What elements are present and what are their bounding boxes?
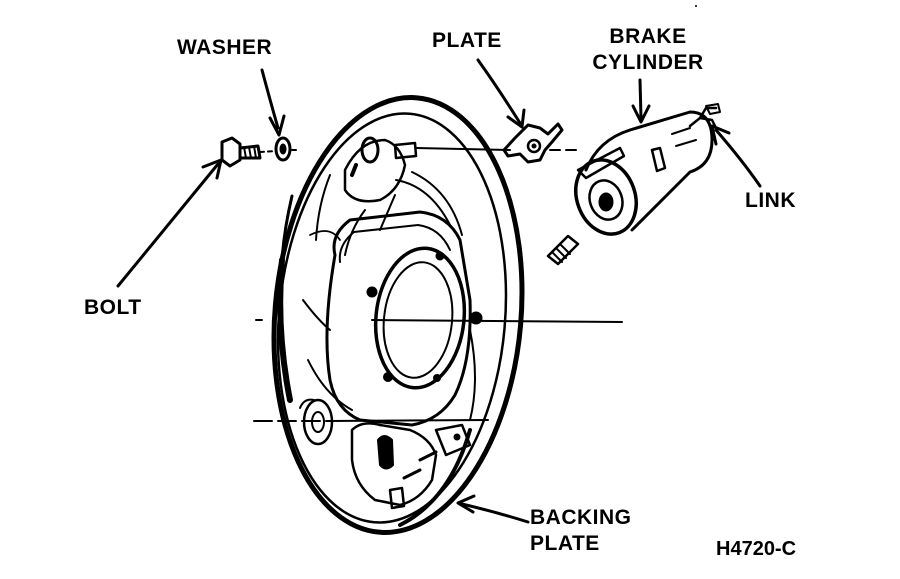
link-label: LINK xyxy=(745,189,796,212)
figure-id: H4720-C xyxy=(716,538,797,560)
leader-arrows xyxy=(116,58,762,524)
brake-cylinder-drawing xyxy=(574,103,721,236)
plate-label: PLATE xyxy=(432,29,502,52)
brake-cylinder-label: BRAKE CYLINDER xyxy=(592,25,704,74)
plate-drawing xyxy=(502,122,564,164)
centerlines xyxy=(253,319,623,422)
bolt-drawing xyxy=(220,136,262,168)
washer-drawing xyxy=(274,136,292,162)
backing-plate-drawing xyxy=(271,95,525,535)
pushrod-drawing xyxy=(393,141,579,160)
bleeder-screw-drawing xyxy=(546,234,580,266)
washer-label: WASHER xyxy=(177,36,273,59)
backing-plate-label: BACKING PLATE xyxy=(530,506,632,555)
bolt-axis-line xyxy=(259,149,301,153)
bolt-label: BOLT xyxy=(84,296,142,319)
